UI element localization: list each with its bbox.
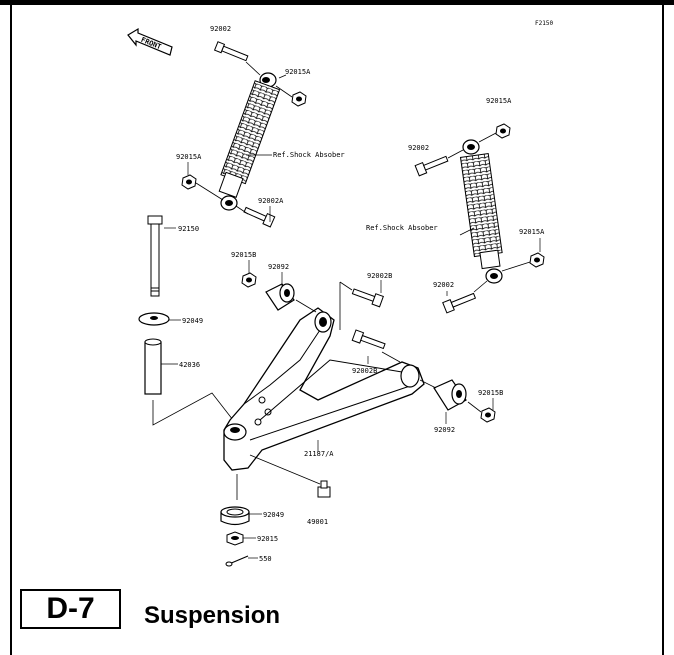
label-92049-top: 92049 (182, 317, 203, 325)
a-arm-21187A (223, 307, 425, 471)
section-title: Suspension (144, 602, 281, 629)
frame-left-border (10, 0, 12, 655)
section-code-box: D-7 (20, 589, 121, 629)
right-shock-absorber (414, 123, 545, 314)
label-550: 550 (259, 555, 272, 563)
washer-92049-top (138, 312, 170, 326)
label-92002-right: 92002 (408, 144, 429, 152)
seal-92049-bottom (220, 506, 250, 526)
pin-92150 (147, 215, 163, 297)
label-21187A: 21187/A (304, 450, 334, 458)
label-92049-bottom: 92049 (263, 511, 284, 519)
frame-top-border (0, 0, 674, 5)
label-92002-top: 92002 (210, 25, 231, 33)
label-92015A-left: 92015A (176, 153, 202, 161)
label-92002B-top: 92002B (367, 272, 392, 280)
section-code: D-7 (46, 592, 95, 625)
label-92092-right: 92092 (434, 426, 455, 434)
label-92015A-right-low: 92015A (519, 228, 545, 236)
label-92002A: 92002A (258, 197, 284, 205)
bolt-92002A (243, 206, 276, 228)
front-label: FRONT (140, 36, 163, 51)
label-92015B-right: 92015B (478, 389, 503, 397)
label-92015B-left: 92015B (231, 251, 256, 259)
label-92002B-mid: 92002B (352, 367, 377, 375)
front-arrow-icon: FRONT (127, 27, 173, 56)
label-92150: 92150 (178, 225, 199, 233)
figure-code: F2150 (535, 20, 553, 27)
label-92015A-right-top: 92015A (486, 97, 512, 105)
label-92015: 92015 (257, 535, 278, 543)
grease-fitting-49001 (249, 454, 331, 498)
label-92015A-top: 92015A (285, 68, 311, 76)
label-49001: 49001 (307, 518, 328, 526)
bushing-92092-right (433, 379, 467, 411)
frame-right-border (662, 0, 664, 655)
label-42036: 42036 (179, 361, 200, 369)
left-shock-absorber (181, 41, 307, 228)
bushing-92092-left (265, 283, 295, 311)
bolt-92002-right-low (442, 292, 477, 314)
label-92092-left: 92092 (268, 263, 289, 271)
nut-92015 (226, 531, 244, 546)
label-92002-right-low: 92002 (433, 281, 454, 289)
bolt-92002B-top (351, 288, 384, 308)
bolt-92002B-mid (351, 329, 386, 350)
collar-42036 (144, 338, 162, 395)
cotter-pin-550 (225, 555, 249, 567)
label-ref-shock-right: Ref.Shock Absober (366, 224, 438, 232)
bolt-92002-top (213, 41, 249, 62)
label-ref-shock-left: Ref.Shock Absober (273, 151, 345, 159)
bolt-92002-right (414, 155, 449, 177)
